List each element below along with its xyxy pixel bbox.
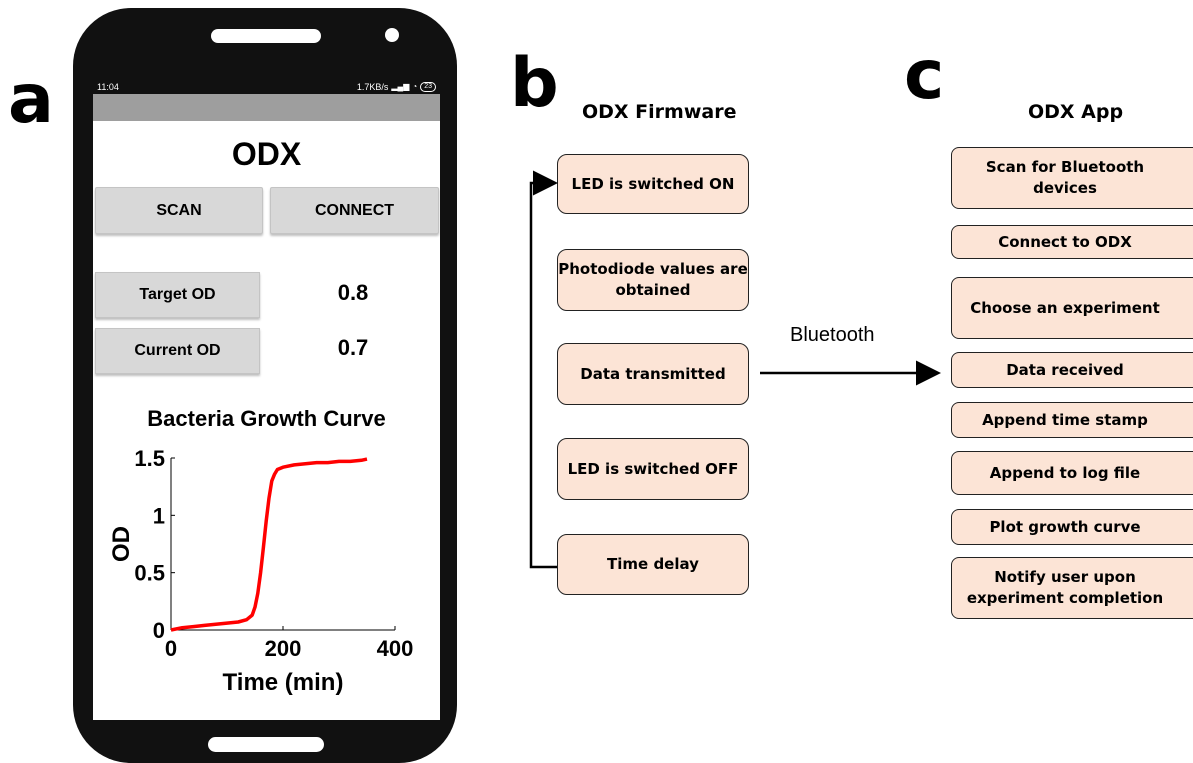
app-step-log-file: Append to log file bbox=[951, 451, 1193, 495]
panel-label-b: b bbox=[510, 44, 559, 123]
firmware-title: ODX Firmware bbox=[582, 101, 737, 123]
smartphone-frame: 11:04 1.7KB/s ▂▄▆ ◔ 23 ODX SCAN CONNECT … bbox=[73, 8, 457, 763]
y-tick-label: 0.5 bbox=[134, 561, 165, 586]
firmware-step-time-delay: Time delay bbox=[557, 534, 749, 595]
app-step-notify: Notify user upon experiment completion bbox=[951, 557, 1193, 619]
status-indicators: 1.7KB/s ▂▄▆ ◔ 23 bbox=[357, 80, 436, 94]
app-step-connect: Connect to ODX bbox=[951, 225, 1193, 259]
signal-icon: ▂▄▆ bbox=[391, 82, 410, 91]
current-od-label: Current OD bbox=[95, 328, 260, 374]
app-title: ODX bbox=[231, 136, 302, 172]
earpiece bbox=[211, 29, 321, 43]
app-step-choose-experiment: Choose an experiment bbox=[951, 277, 1193, 339]
panel-label-c: c bbox=[904, 36, 945, 115]
front-camera bbox=[385, 28, 399, 42]
y-tick-label: 1 bbox=[153, 503, 165, 528]
target-od-label: Target OD bbox=[95, 272, 260, 318]
app-bar bbox=[93, 94, 440, 121]
wifi-icon: ◔ bbox=[412, 82, 418, 91]
growth-curve-line bbox=[170, 457, 368, 632]
connect-button[interactable]: CONNECT bbox=[270, 187, 439, 234]
panel-label-a: a bbox=[8, 60, 54, 139]
app-flow-title: ODX App bbox=[1028, 101, 1124, 123]
y-tick-label: 1.5 bbox=[134, 446, 165, 471]
app-step-scan: Scan for Bluetooth devices bbox=[951, 147, 1193, 209]
status-bar: 11:04 1.7KB/s ▂▄▆ ◔ 23 bbox=[93, 80, 440, 94]
firmware-step-led-on: LED is switched ON bbox=[557, 154, 749, 214]
x-tick-label: 200 bbox=[265, 636, 302, 661]
firmware-step-photodiode: Photodiode values are obtained bbox=[557, 249, 749, 311]
scan-button[interactable]: SCAN bbox=[95, 187, 263, 234]
app-step-plot-curve: Plot growth curve bbox=[951, 509, 1193, 545]
app-step-time-stamp: Append time stamp bbox=[951, 402, 1193, 438]
battery-icon: 23 bbox=[420, 82, 436, 92]
target-od-value: 0.8 bbox=[337, 280, 369, 305]
firmware-step-data-transmitted: Data transmitted bbox=[557, 343, 749, 405]
app-step-data-received: Data received bbox=[951, 352, 1193, 388]
current-od-value: 0.7 bbox=[337, 335, 369, 360]
home-bar bbox=[208, 737, 324, 752]
x-tick-label: 400 bbox=[377, 636, 414, 661]
y-tick-label: 0 bbox=[153, 618, 165, 643]
x-tick-label: 0 bbox=[165, 636, 177, 661]
network-speed: 1.7KB/s bbox=[356, 82, 389, 92]
phone-screen: 11:04 1.7KB/s ▂▄▆ ◔ 23 ODX SCAN CONNECT … bbox=[93, 80, 440, 720]
status-time: 11:04 bbox=[97, 82, 119, 92]
chart-title: Bacteria Growth Curve bbox=[147, 406, 386, 431]
y-axis-label: OD bbox=[108, 526, 135, 562]
firmware-step-led-off: LED is switched OFF bbox=[557, 438, 749, 500]
bluetooth-label: Bluetooth bbox=[790, 324, 875, 346]
x-axis-label: Time (min) bbox=[223, 669, 344, 696]
loop-arrow bbox=[529, 170, 558, 569]
